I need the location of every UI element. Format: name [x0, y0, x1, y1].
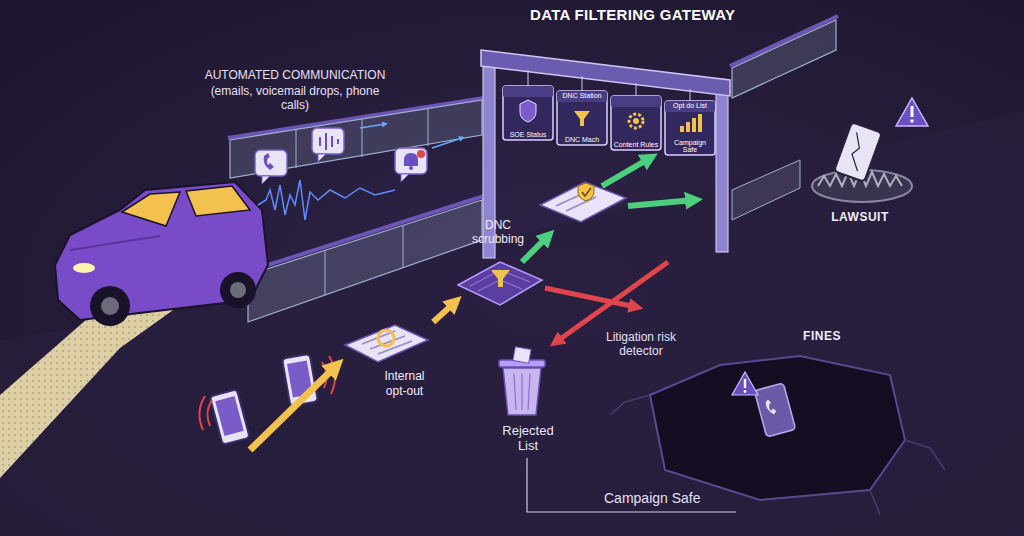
node-text: SOE Status [510, 131, 547, 139]
flow-arrow [433, 302, 455, 322]
leader-label: Campaign Safe [604, 490, 734, 507]
node-text: DNC scrubbing [465, 218, 531, 247]
rejected-bin: Rejected List [488, 352, 568, 454]
gateway-panel: Content Rules [611, 96, 661, 150]
node-text: DNC Mach [565, 136, 599, 144]
section-label: AUTOMATED COMMUNICATION [200, 68, 390, 82]
node-text: FINES [803, 329, 841, 343]
gateway-panel: DNC StationDNC Mach [557, 91, 607, 145]
gateway-panel: SOE Status [503, 86, 553, 140]
lawsuit-trap: LAWSUIT [800, 128, 920, 224]
scrubbing-chip: DNC scrubbing [455, 218, 541, 308]
node-text: Rejected List [496, 423, 560, 454]
node-text: LAWSUIT [831, 210, 889, 224]
section-sublabel: (emails, voicemail drops, phone calls) [200, 84, 390, 113]
detector-label: Litigation risk detector [596, 330, 686, 359]
gateway-panel: Opt do ListCampaign Safe [665, 101, 715, 155]
opt-out-document: Internal opt-out [343, 322, 440, 398]
fines-pit: FINES [790, 324, 854, 348]
node-text: Content Rules [614, 141, 658, 149]
node-text: Campaign Safe [667, 139, 713, 154]
node-text: Internal opt-out [374, 369, 436, 398]
node-text: Opt do List [673, 102, 707, 110]
node-text: DNC Station [563, 92, 602, 100]
diagram-title: DATA FILTERING GATEWAY [530, 6, 735, 23]
